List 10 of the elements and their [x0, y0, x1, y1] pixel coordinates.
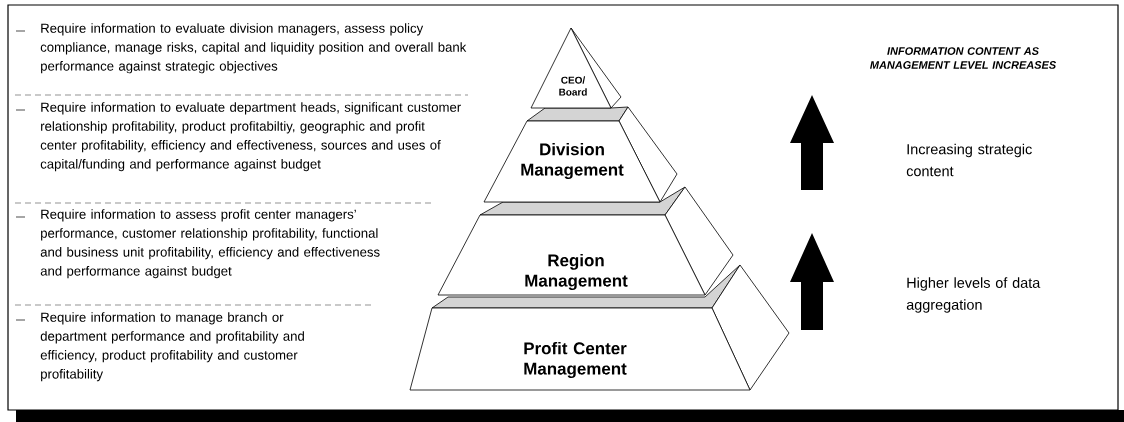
heading: INFORMATION CONTENT AS MANAGEMENT LEVEL INCREASES [870, 47, 1057, 69]
description-text: Require information to assess profit center managers’ performance, customer relationship profitability, functional and business unit profitability, efficiency and effectiveness and performance against budget [40, 209, 380, 279]
description-text: Require information to manage branch or department performance and profitability and efficiency, product profitability and customer profitability [40, 312, 304, 382]
pyramid-tier: Division Management [483, 106, 678, 203]
side-note: Increasing strategic content [906, 143, 1032, 177]
side-note: Higher levels of data aggregation [906, 277, 1041, 313]
description-text: Require information to evaluate division managers, assess policy compliance, manage risks, capital and liquidity position and overall bank performance against strategic objectives [40, 23, 467, 74]
pyramid-tier: Region Management [437, 186, 734, 296]
pyramid-tier: CEO/ Board [530, 27, 622, 109]
description-text: Require information to evaluate department heads, significant customer relationship profitability, product profitabiltiy, geographic and profit center profitability, efficiency and effectiveness, sources and uses of capital/funding and performance against budget [40, 102, 461, 172]
